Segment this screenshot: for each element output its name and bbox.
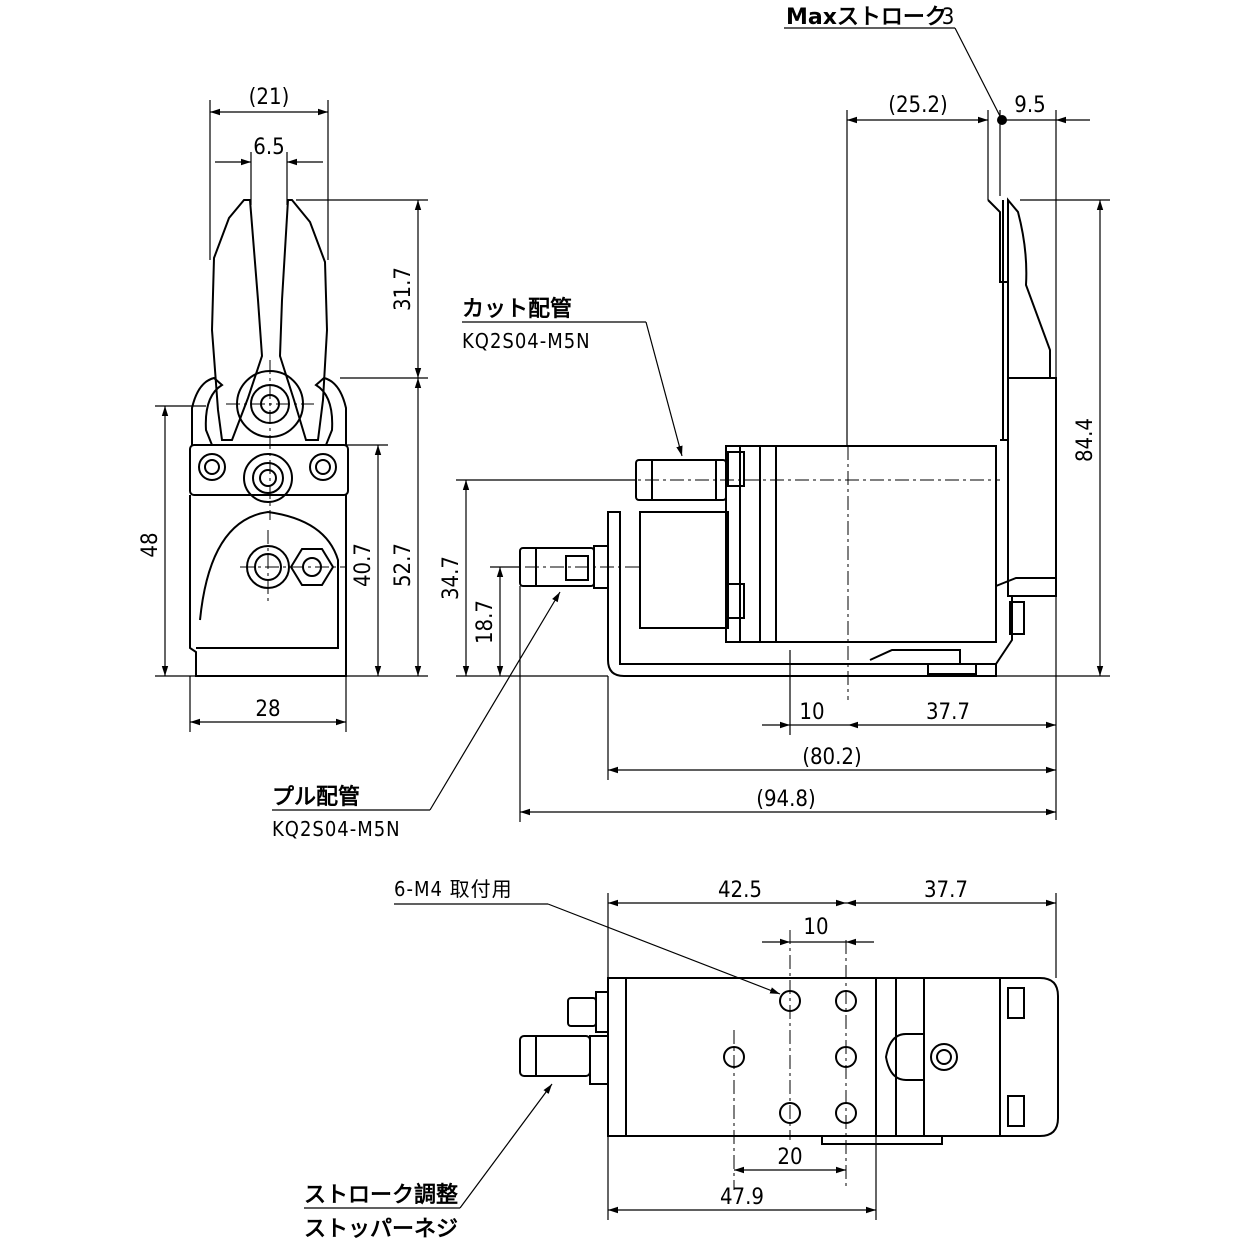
bottom-view — [519, 930, 1059, 1190]
dim-37-7-bottom: 37.7 — [924, 878, 968, 903]
side-view — [500, 197, 1057, 700]
side-screw — [1009, 601, 1025, 635]
cylinder-end-plate — [725, 445, 741, 643]
dim-52-7: 52.7 — [391, 543, 416, 587]
dim-28: 28 — [255, 697, 280, 722]
bottom-pull-fitting-hex — [589, 1035, 609, 1085]
bottom-cut-fitting — [567, 997, 597, 1027]
front-body-arc — [196, 510, 339, 649]
center-fitting-inner — [252, 462, 284, 494]
bottom-pull-fitting — [519, 1035, 591, 1077]
max-stroke-label: Maxストローク — [786, 5, 947, 30]
cylinder-body — [775, 445, 997, 643]
bottom-dimensions: 42.5 37.7 10 20 47.9 6-M4 取付用 ストローク調整 スト… — [304, 877, 1057, 1242]
center-fitting-hole — [259, 469, 277, 487]
bottom-end-block — [924, 977, 1059, 1137]
dim-80-2: (80.2) — [802, 745, 862, 770]
pull-pipe-label: プル配管 — [272, 784, 360, 810]
dim-21: (21) — [249, 85, 290, 110]
bottom-screw-top — [1007, 987, 1025, 1019]
stroke-adjust-label-1: ストローク調整 — [304, 1182, 458, 1208]
max-stroke-value: 3 — [942, 5, 955, 30]
cylinder-cap — [739, 445, 777, 643]
front-arm-left — [191, 376, 224, 446]
screw-left-head — [204, 459, 220, 475]
bottom-port — [930, 1043, 958, 1071]
stopper — [869, 649, 961, 664]
dim-34-7: 34.7 — [439, 556, 464, 600]
screw-left — [198, 453, 226, 481]
dim-6-5: 6.5 — [253, 135, 284, 160]
dim-42-5: 42.5 — [718, 878, 762, 903]
dim-47-9: 47.9 — [720, 1185, 764, 1210]
bottom-cut-fitting-hex — [595, 991, 609, 1033]
dim-94-8: (94.8) — [756, 787, 816, 812]
side-lower-plate — [995, 577, 1057, 665]
side-bracket — [607, 511, 997, 677]
right-jaw — [278, 199, 329, 441]
dim-37-7-side: 37.7 — [926, 700, 970, 725]
mount-holes-label: 6-M4 取付用 — [394, 877, 513, 901]
side-head-block — [1007, 377, 1057, 597]
screw-right — [309, 453, 337, 481]
dim-25-2: (25.2) — [888, 93, 948, 118]
front-lower-body — [189, 495, 347, 677]
dim-40-7: 40.7 — [351, 543, 376, 587]
pull-pipe-part: KQ2S04-M5N — [272, 817, 401, 841]
stopper-knob — [884, 1033, 925, 1081]
dim-10-side: 10 — [799, 700, 824, 725]
pull-cylinder — [639, 511, 729, 629]
dim-48: 48 — [138, 532, 163, 557]
front-view — [189, 199, 349, 677]
side-dimensions: Maxストローク 3 (25.2) 9.5 84.4 34.7 18.7 10 — [272, 5, 1110, 841]
left-jaw — [210, 199, 264, 441]
bottom-plate-edge — [821, 1135, 943, 1145]
cut-pipe-part: KQ2S04-M5N — [462, 329, 591, 353]
dim-18-7: 18.7 — [473, 600, 498, 644]
end-screw-bottom — [727, 583, 745, 619]
stroke-adjust-label-2: ストッパーネジ — [304, 1217, 458, 1242]
front-dimensions: (21) 6.5 31.7 52.7 40.7 48 28 — [138, 85, 428, 732]
bottom-port-inner — [936, 1049, 952, 1065]
end-screw-top — [727, 451, 745, 487]
front-arm-right — [314, 376, 347, 446]
dim-84-4: 84.4 — [1073, 418, 1098, 462]
pull-fitting-nut — [565, 555, 589, 581]
dim-9-5: 9.5 — [1014, 93, 1045, 118]
front-upper-block — [189, 444, 349, 496]
dim-20: 20 — [777, 1145, 802, 1170]
stopper-base — [927, 663, 977, 675]
screw-right-head — [315, 459, 331, 475]
bottom-screw-bottom — [1007, 1095, 1025, 1127]
cut-pipe-label: カット配管 — [462, 296, 572, 322]
dim-31-7: 31.7 — [391, 267, 416, 311]
side-jaw — [987, 197, 1051, 378]
center-fitting-outer — [243, 453, 293, 503]
dim-10-bottom: 10 — [803, 915, 828, 940]
bottom-mid-block — [875, 977, 925, 1137]
